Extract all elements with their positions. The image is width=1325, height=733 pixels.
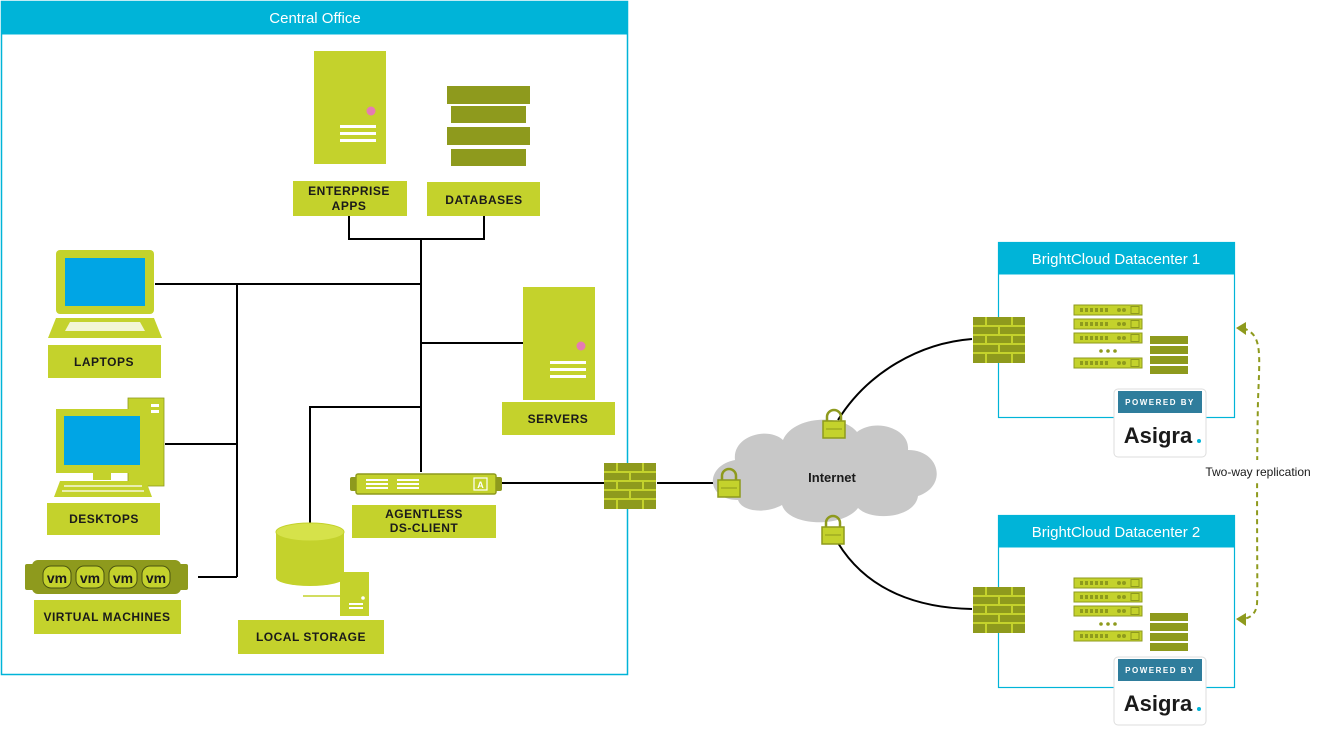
desktop-icon bbox=[54, 397, 165, 497]
replication-label: Two-way replication bbox=[1205, 465, 1310, 479]
vm-chip-label-3: vm bbox=[113, 570, 133, 586]
office-firewall-icon bbox=[603, 462, 657, 510]
database-stack-icon bbox=[447, 86, 530, 166]
ds-client-appliance-icon: A bbox=[350, 473, 502, 495]
local-storage-label-box bbox=[238, 620, 384, 654]
laptops-label: LAPTOPS bbox=[74, 355, 134, 369]
dc1-lock-icon bbox=[821, 408, 847, 440]
servers-label-box bbox=[502, 402, 615, 435]
central-office-header bbox=[1, 1, 628, 35]
virtual-machines-label-box bbox=[34, 600, 181, 634]
datacenter-1-title: BrightCloud Datacenter 1 bbox=[1032, 251, 1200, 268]
local-storage-label: LOCAL STORAGE bbox=[256, 630, 366, 644]
office-network-lines bbox=[155, 216, 718, 578]
desktops-label: DESKTOPS bbox=[69, 512, 139, 526]
replication-label-bg bbox=[1196, 460, 1320, 482]
datacenter-1-badge-top: POWERED BY bbox=[1125, 398, 1195, 407]
datacenter-2-badge-dot bbox=[1197, 707, 1201, 711]
laptops-label-box bbox=[48, 345, 161, 378]
central-office-title: Central Office bbox=[269, 10, 360, 27]
enterprise-apps-server-icon bbox=[314, 51, 386, 164]
enterprise-apps-label-box bbox=[293, 181, 407, 216]
vm-chip-label-2: vm bbox=[80, 570, 100, 586]
internet-cloud-icon bbox=[712, 419, 937, 523]
datacenter-1-asigra-badge bbox=[1113, 388, 1207, 458]
ds-client-label-line2: DS-CLIENT bbox=[390, 521, 459, 535]
virtual-machines-label: VIRTUAL MACHINES bbox=[43, 610, 170, 624]
databases-label: DATABASES bbox=[445, 193, 522, 207]
vm-chip-label-1: vm bbox=[47, 570, 67, 586]
datacenter-1-header bbox=[998, 242, 1235, 275]
svg-text:A: A bbox=[477, 480, 484, 490]
datacenter-1-badge-brand: Asigra bbox=[1124, 423, 1193, 448]
databases-label-box bbox=[427, 182, 540, 216]
laptop-icon bbox=[48, 250, 162, 338]
enterprise-apps-label-line2: APPS bbox=[332, 199, 367, 213]
internet-label: Internet bbox=[808, 470, 856, 485]
ds-client-label-line1: AGENTLESS bbox=[385, 507, 463, 521]
datacenter-1-rack-icon bbox=[1073, 304, 1143, 369]
desktops-label-box bbox=[47, 503, 160, 535]
replication-arrow bbox=[1236, 322, 1261, 626]
datacenter-2-asigra-badge bbox=[1113, 656, 1207, 726]
datacenter-2-firewall-icon bbox=[972, 586, 1026, 634]
datacenter-1-badge-dot bbox=[1197, 439, 1201, 443]
servers-label: SERVERS bbox=[528, 412, 589, 426]
vm-chip-label-4: vm bbox=[146, 570, 166, 586]
datacenter-2-badge-top: POWERED BY bbox=[1125, 666, 1195, 675]
datacenter-1-firewall-icon bbox=[972, 316, 1026, 364]
enterprise-apps-label-line1: ENTERPRISE bbox=[308, 184, 390, 198]
server-tower-icon bbox=[523, 287, 595, 400]
ds-client-label-box bbox=[352, 505, 496, 538]
datacenter-2-badge-brand: Asigra bbox=[1124, 691, 1193, 716]
datacenter-2-rack-icon bbox=[1073, 577, 1143, 642]
datacenter-2-header bbox=[998, 515, 1235, 548]
virtual-machines-icon bbox=[25, 560, 188, 594]
datacenter-2-title: BrightCloud Datacenter 2 bbox=[1032, 524, 1200, 541]
local-storage-icon bbox=[275, 522, 369, 616]
